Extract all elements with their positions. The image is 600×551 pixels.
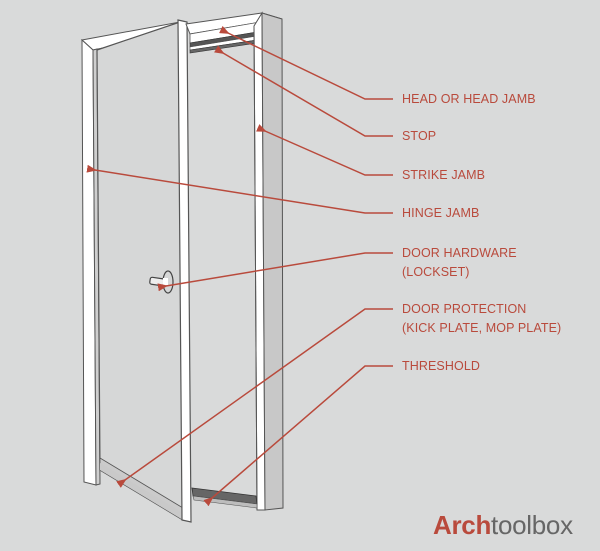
brand-logo-part2: toolbox	[491, 510, 573, 540]
label-head-jamb: HEAD OR HEAD JAMB	[402, 92, 536, 106]
brand-logo-part1: Arch	[433, 510, 492, 540]
label-hinge-jamb: HINGE JAMB	[402, 206, 480, 220]
label-threshold: THRESHOLD	[402, 359, 480, 373]
label-stop: STOP	[402, 129, 437, 143]
leader-stop	[214, 45, 393, 137]
leader-hardware	[157, 252, 393, 292]
hinge-jamb	[80, 21, 181, 486]
label-door-hardware-line1: DOOR HARDWARE	[402, 246, 517, 260]
threshold	[191, 487, 258, 509]
label-door-protection-line1: DOOR PROTECTION	[402, 302, 527, 316]
head-jamb	[185, 12, 263, 54]
leader-threshold	[203, 365, 393, 507]
leader-strike	[256, 124, 393, 176]
label-door-protection-line2: (KICK PLATE, MOP PLATE)	[402, 321, 562, 335]
leader-protection	[116, 308, 393, 488]
label-strike-jamb: STRIKE JAMB	[402, 168, 486, 182]
leader-head	[219, 25, 393, 100]
label-door-hardware-line2: (LOCKSET)	[402, 265, 470, 279]
door-slab	[96, 19, 192, 523]
leader-hinge	[86, 164, 393, 214]
label-door-hardware: DOOR HARDWARE (LOCKSET)	[402, 244, 517, 282]
strike-jamb	[253, 11, 284, 511]
leader-lines	[86, 25, 393, 507]
brand-logo: Archtoolbox	[433, 510, 573, 541]
label-door-protection: DOOR PROTECTION (KICK PLATE, MOP PLATE)	[402, 300, 561, 338]
